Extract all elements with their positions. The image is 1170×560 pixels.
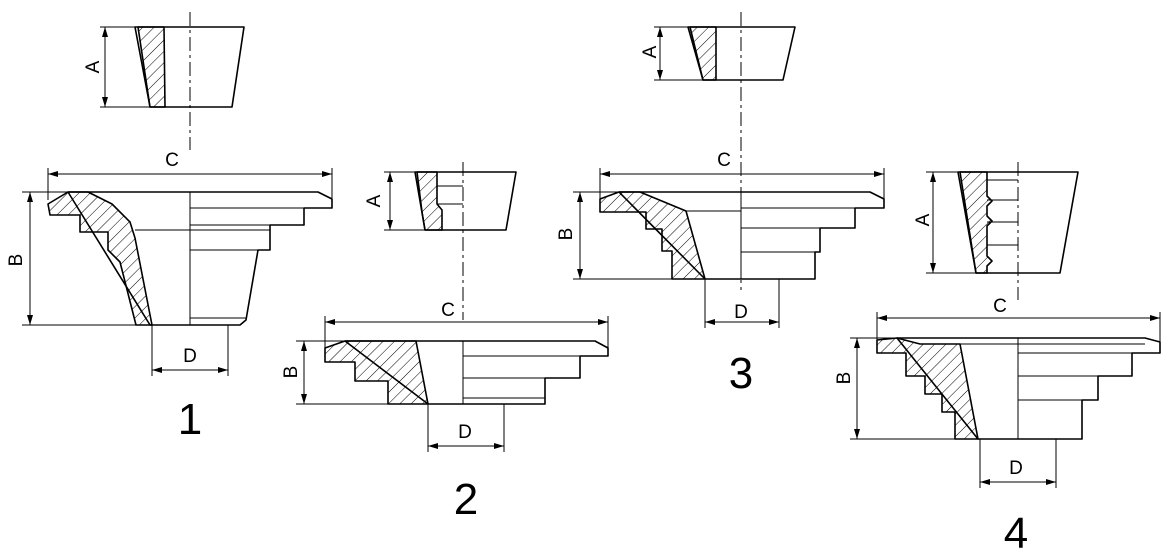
fig4-label-d: D <box>1009 458 1023 479</box>
figure-1: A C B <box>6 12 333 444</box>
fig1-label-d: D <box>183 346 197 367</box>
fig2-label-a: A <box>364 194 385 207</box>
fig3-label-a: A <box>640 45 661 58</box>
figure-3-number: 3 <box>729 349 753 398</box>
fig4-label-c: C <box>993 296 1007 317</box>
fig1-cornice: C B D <box>6 150 333 376</box>
fig2-label-d: D <box>458 422 472 443</box>
fig1-insert: A <box>83 12 245 150</box>
figure-2: A C B <box>281 162 609 524</box>
fig4-insert: A <box>913 162 1079 300</box>
fig4-label-b: B <box>834 372 855 385</box>
figure-4-number: 4 <box>1004 509 1028 558</box>
fig1-label-b: B <box>6 254 27 267</box>
fig3-label-d: D <box>734 302 748 323</box>
figure-1-number: 1 <box>178 395 202 444</box>
fig2-insert: A <box>364 162 517 320</box>
fig1-label-c: C <box>165 150 179 171</box>
fig2-label-c: C <box>441 300 455 321</box>
figure-2-number: 2 <box>454 475 478 524</box>
fig3-insert: A <box>640 12 796 290</box>
fig3-label-b: B <box>556 228 577 241</box>
fig3-cornice: C B D <box>556 150 885 328</box>
figure-4: A C B <box>834 162 1161 558</box>
fig2-cornice: C B D <box>281 300 609 452</box>
fig4-label-a: A <box>913 213 934 226</box>
fig2-label-b: B <box>281 366 302 379</box>
fig4-cornice: C B D <box>834 296 1161 488</box>
fig3-label-c: C <box>717 150 731 171</box>
fig1-label-a: A <box>83 60 104 73</box>
figure-3: A C B <box>556 12 885 398</box>
